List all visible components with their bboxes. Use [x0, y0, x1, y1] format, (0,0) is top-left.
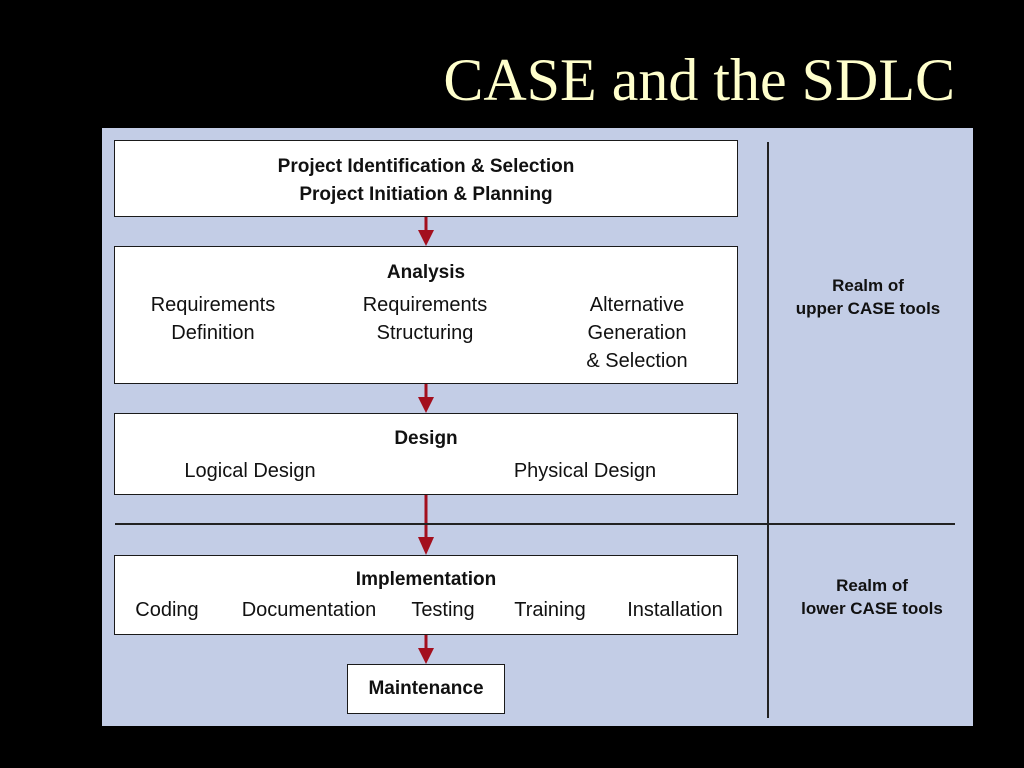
design-title: Design [394, 428, 458, 449]
realm-divider-horizontal [115, 523, 955, 525]
analysis-item-2-line1: Requirements [362, 294, 488, 316]
analysis-item-requirements-structuring: Requirements Structuring [327, 291, 523, 347]
analysis-item-3-line1: Alternative [589, 294, 685, 316]
implementation-item-coding: Coding [135, 599, 199, 621]
implementation-item-installation: Installation [627, 599, 723, 621]
design-box: Design Logical Design Physical Design [114, 413, 738, 495]
analysis-title: Analysis [386, 262, 466, 283]
analysis-item-alternative-generation: Alternative Generation & Selection [539, 291, 735, 375]
maintenance-title: Maintenance [368, 678, 484, 699]
realm-lower-line2: lower CASE tools [801, 599, 943, 618]
analysis-item-1-line1: Requirements [150, 294, 276, 316]
implementation-item-documentation: Documentation [241, 599, 377, 621]
analysis-item-1-line2: Definition [171, 322, 255, 344]
arrow-analysis-to-design [418, 384, 434, 413]
maintenance-box: Maintenance [347, 664, 505, 714]
realm-upper-label: Realm of upper CASE tools [778, 274, 958, 320]
realm-divider-vertical [767, 142, 769, 718]
implementation-title: Implementation [355, 569, 497, 590]
slide-title: CASE and the SDLC [443, 47, 955, 113]
implementation-box: Implementation Coding Documentation Test… [114, 555, 738, 635]
project-title-line1: Project Identification & Selection [277, 156, 575, 177]
arrow-project-to-analysis [418, 217, 434, 246]
arrow-implementation-to-maintenance [418, 635, 434, 664]
analysis-box: Analysis Requirements Definition Require… [114, 246, 738, 384]
realm-upper-line1: Realm of [832, 276, 904, 295]
analysis-item-2-line2: Structuring [376, 322, 474, 344]
realm-lower-line1: Realm of [836, 576, 908, 595]
implementation-item-training: Training [514, 599, 586, 621]
realm-lower-label: Realm of lower CASE tools [782, 574, 962, 620]
analysis-item-3-line2: Generation [587, 322, 687, 344]
analysis-item-3-line3: & Selection [586, 350, 688, 372]
project-title-line2: Project Initiation & Planning [299, 184, 553, 205]
arrow-design-to-implementation [418, 495, 434, 555]
project-box: Project Identification & Selection Proje… [114, 140, 738, 217]
implementation-item-testing: Testing [411, 599, 475, 621]
realm-upper-line2: upper CASE tools [795, 299, 941, 318]
design-item-physical: Physical Design [513, 460, 657, 482]
design-item-logical: Logical Design [184, 460, 316, 482]
analysis-item-requirements-definition: Requirements Definition [115, 291, 311, 347]
